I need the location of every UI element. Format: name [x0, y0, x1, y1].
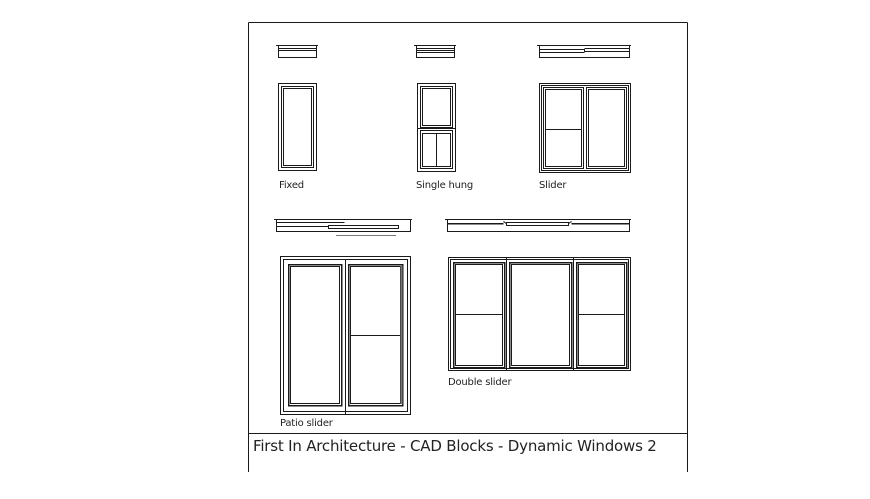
label-patio-slider: Patio slider: [280, 418, 333, 429]
fixed-window-elevation: [278, 83, 317, 171]
single-hung-window-elevation: [417, 83, 456, 172]
fixed-window-plan: [276, 44, 318, 58]
label-slider: Slider: [539, 180, 567, 191]
patio-slider-elevation: [280, 256, 411, 415]
slider-window-plan: [537, 44, 631, 58]
patio-slider-plan: [274, 218, 412, 237]
slider-window-elevation: [539, 83, 631, 173]
sheet-frame: [248, 22, 688, 472]
single-hung-window-plan: [414, 44, 456, 58]
double-slider-plan: [445, 218, 631, 232]
label-double-slider: Double slider: [448, 377, 512, 388]
label-single-hung: Single hung: [416, 180, 474, 191]
double-slider-elevation: [448, 257, 631, 371]
label-fixed: Fixed: [279, 180, 304, 191]
sheet-title: First In Architecture - CAD Blocks - Dyn…: [253, 437, 657, 455]
